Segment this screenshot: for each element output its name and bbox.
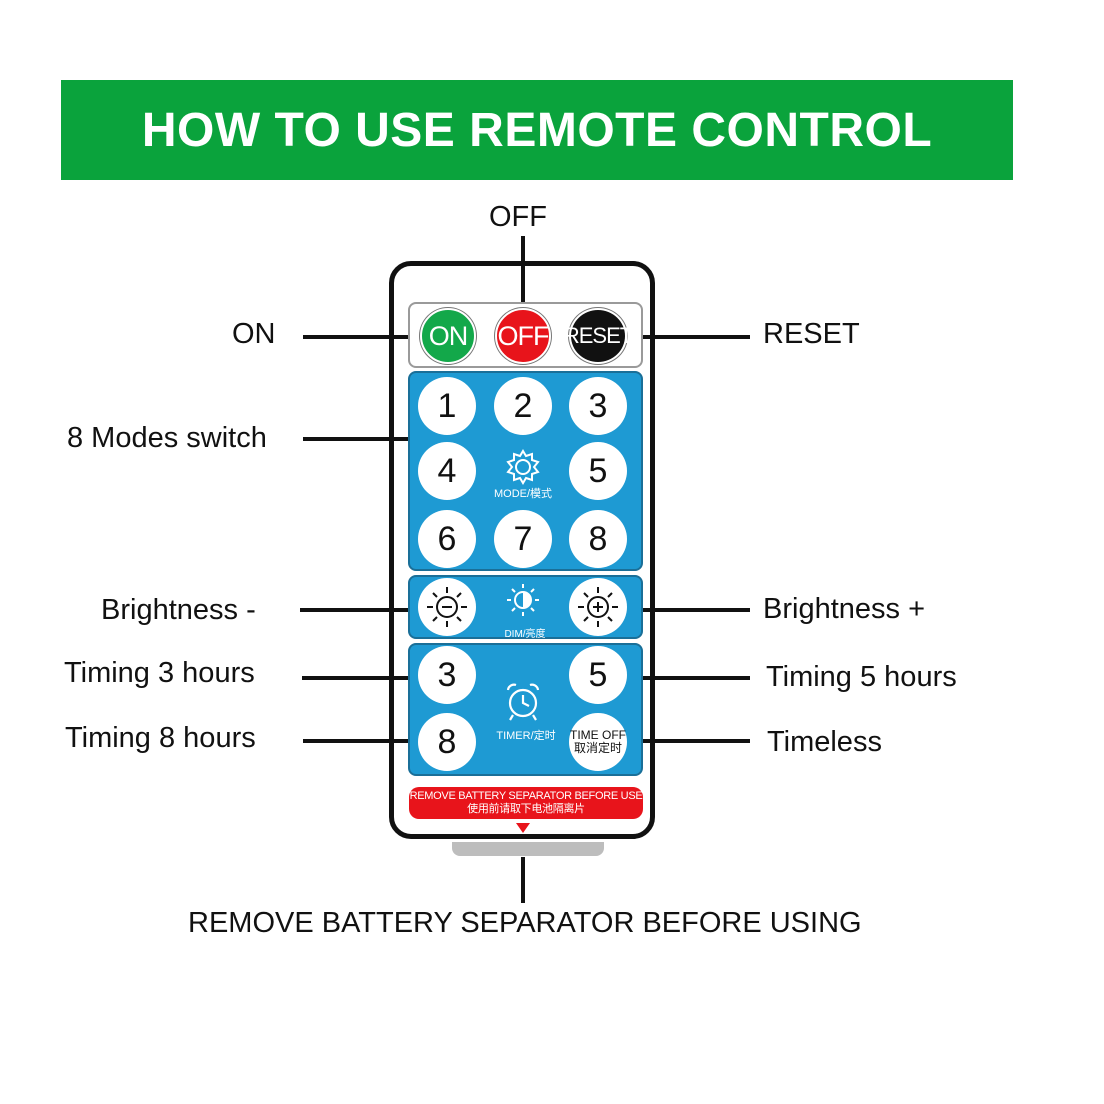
callout-on: ON [232, 318, 276, 350]
brightness-up-button[interactable] [569, 578, 627, 636]
leader-timing-3 [302, 676, 425, 680]
page-title: HOW TO USE REMOTE CONTROL [141, 103, 933, 157]
callout-modes: 8 Modes switch [67, 422, 267, 454]
callout-off: OFF [489, 201, 547, 233]
timer-8-button[interactable]: 8 [418, 713, 476, 771]
mode-button-3[interactable]: 3 [569, 377, 627, 435]
on-button[interactable]: ON [420, 308, 476, 364]
callout-separator: REMOVE BATTERY SEPARATOR BEFORE USING [188, 907, 862, 939]
callout-brightness-minus: Brightness - [101, 594, 256, 626]
battery-separator-tab[interactable] [452, 842, 604, 856]
callout-timeless: Timeless [767, 726, 882, 758]
mode-button-2[interactable]: 2 [494, 377, 552, 435]
reset-button[interactable]: RESET [564, 308, 633, 364]
title-banner: HOW TO USE REMOTE CONTROL [61, 80, 1013, 180]
leader-brightness-plus [620, 608, 750, 612]
sun-plus-icon [574, 583, 622, 631]
mode-button-6[interactable]: 6 [418, 510, 476, 568]
leader-separator [521, 857, 525, 903]
leader-off [521, 236, 525, 308]
leader-reset [632, 335, 750, 339]
callout-timing-3: Timing 3 hours [64, 657, 255, 689]
mode-button-1[interactable]: 1 [418, 377, 476, 435]
leader-brightness-minus [300, 608, 425, 612]
time-off-button[interactable]: TIME OFF 取消定时 [569, 713, 627, 771]
time-off-label-cn: 取消定时 [573, 741, 622, 755]
mode-button-8[interactable]: 8 [569, 510, 627, 568]
callout-timing-5: Timing 5 hours [766, 661, 957, 693]
half-sun-icon [505, 582, 541, 618]
gear-icon [502, 445, 544, 487]
mode-button-4[interactable]: 4 [418, 442, 476, 500]
warning-text-cn: 使用前请取下电池隔离片 [467, 803, 585, 815]
off-button[interactable]: OFF [495, 308, 551, 364]
timer-label: TIMER/定时 [496, 730, 556, 742]
timer-3-button[interactable]: 3 [418, 646, 476, 704]
mode-button-7[interactable]: 7 [494, 510, 552, 568]
sun-minus-icon [423, 583, 471, 631]
leader-modes [303, 437, 415, 441]
battery-warning: REMOVE BATTERY SEPARATOR BEFORE USE 使用前请… [409, 787, 643, 819]
callout-reset: RESET [763, 318, 860, 350]
mode-button-5[interactable]: 5 [569, 442, 627, 500]
leader-timeless [620, 739, 750, 743]
leader-timing-8 [303, 739, 425, 743]
brightness-down-button[interactable] [418, 578, 476, 636]
warning-text: REMOVE BATTERY SEPARATOR BEFORE USE [409, 790, 643, 802]
timer-5-button[interactable]: 5 [569, 646, 627, 704]
callout-timing-8: Timing 8 hours [65, 722, 256, 754]
time-off-label: TIME OFF [570, 728, 626, 743]
mode-label: MODE/模式 [493, 488, 553, 500]
leader-on [303, 335, 415, 339]
callout-brightness-plus: Brightness + [763, 593, 926, 625]
leader-timing-5 [620, 676, 750, 680]
alarm-clock-icon [503, 680, 543, 722]
triangle-down-icon [516, 823, 530, 833]
dim-label: DIM/亮度 [504, 629, 546, 640]
